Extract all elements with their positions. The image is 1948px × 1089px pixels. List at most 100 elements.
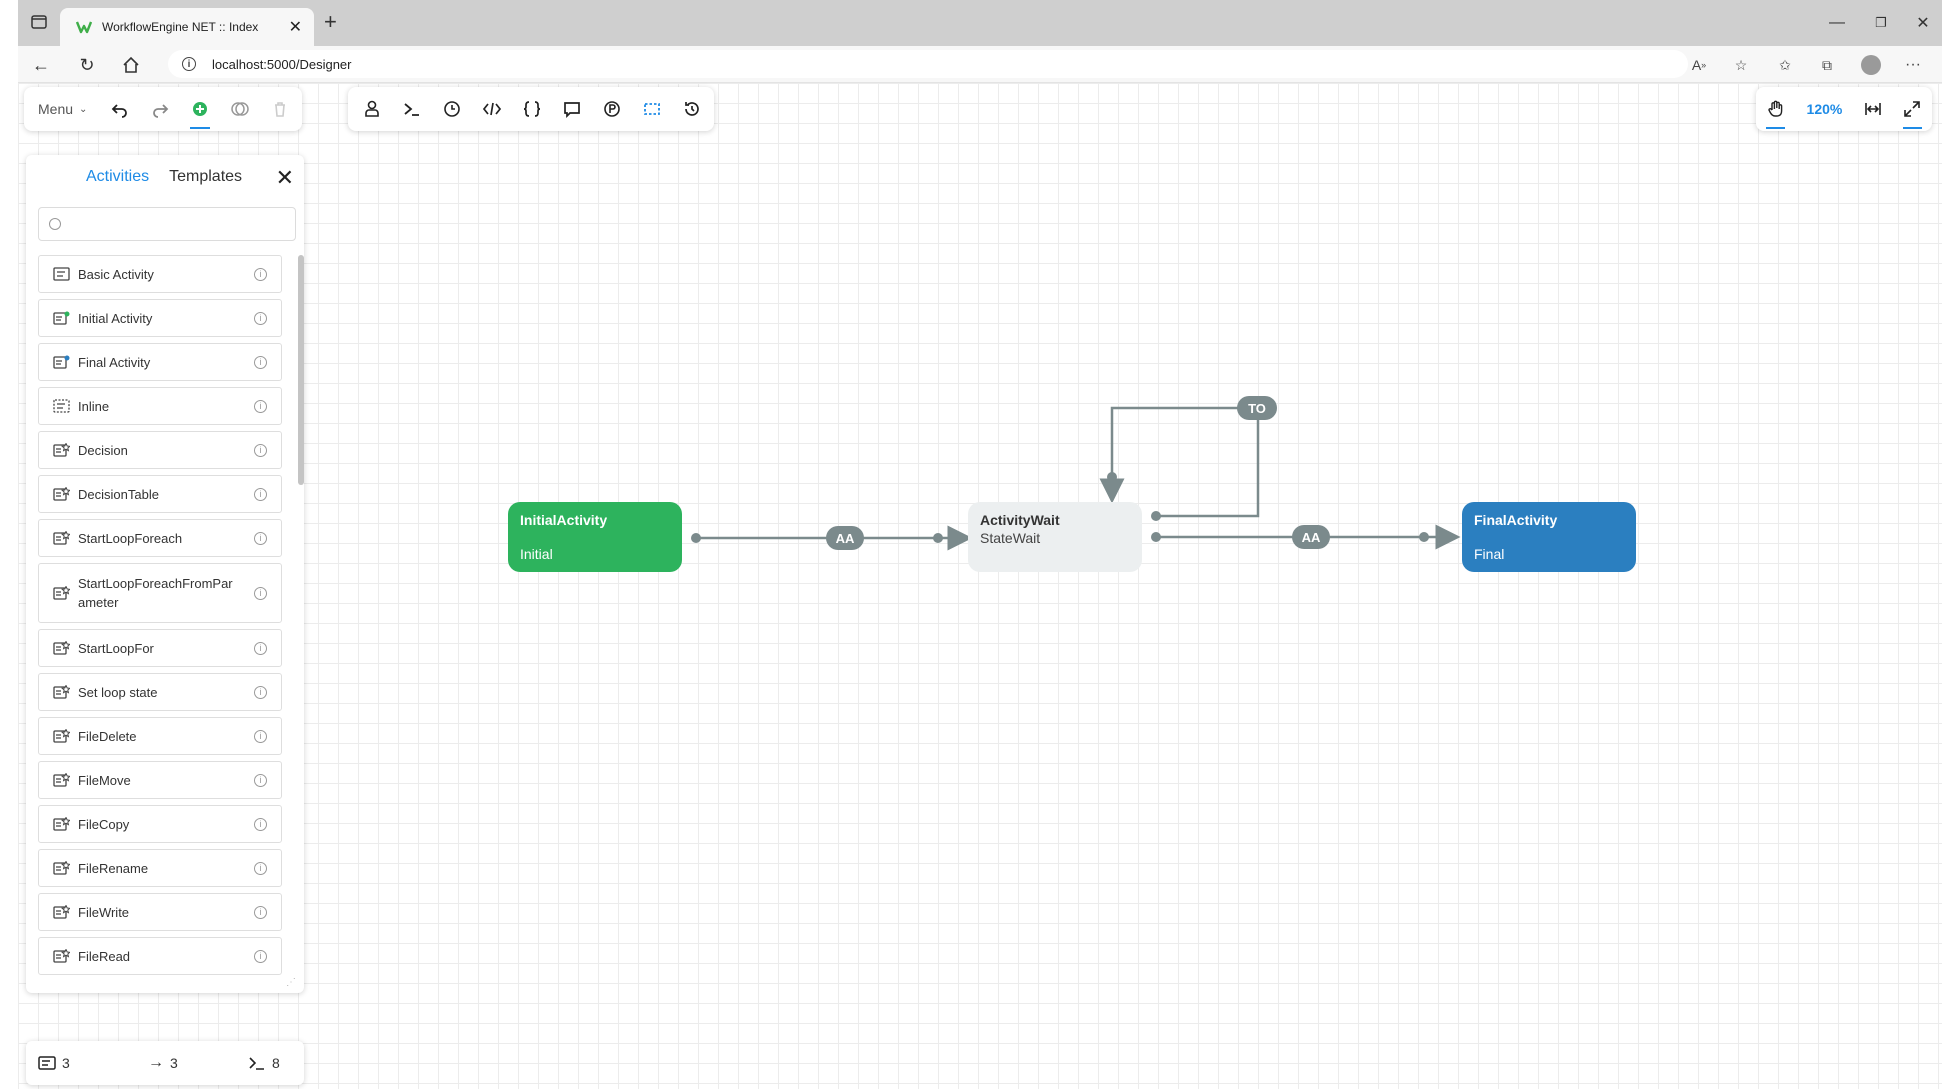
delete-button[interactable]	[260, 87, 300, 131]
tab-templates[interactable]: Templates	[169, 168, 243, 185]
action-icon	[53, 585, 72, 600]
timers-button[interactable]	[432, 87, 472, 131]
parameters-button[interactable]	[512, 87, 552, 131]
info-icon[interactable]: i	[254, 586, 267, 600]
inline-icon	[53, 399, 70, 413]
menu-label: Menu	[38, 101, 74, 117]
info-icon[interactable]: i	[254, 817, 267, 831]
close-panel-icon[interactable]: ✕	[275, 165, 294, 190]
code-actions-button[interactable]	[472, 87, 512, 131]
commands-button[interactable]	[392, 87, 432, 131]
select-area-button[interactable]	[632, 87, 672, 131]
search-input[interactable]	[67, 214, 291, 236]
fit-width-icon	[1865, 103, 1882, 115]
new-tab-icon[interactable]: +	[324, 9, 337, 34]
activity-item[interactable]: Decision i	[38, 431, 282, 469]
info-icon[interactable]: i	[254, 861, 267, 875]
node-final-activity[interactable]: FinalActivity Final	[1462, 502, 1636, 572]
add-activity-button[interactable]	[180, 87, 220, 131]
actors-button[interactable]	[352, 87, 392, 131]
redo-button[interactable]	[140, 87, 180, 131]
activity-item-label: Decision	[78, 442, 128, 458]
tab-actions-icon[interactable]	[28, 12, 50, 32]
browser-tab[interactable]: WorkflowEngine NET :: Index ✕	[60, 8, 314, 46]
add-favorite-icon[interactable]: ☆	[1734, 56, 1748, 73]
close-window-icon[interactable]: ✕	[1916, 15, 1930, 32]
more-options-icon[interactable]: ···	[1905, 56, 1921, 73]
redo-icon	[153, 104, 169, 118]
minimize-icon[interactable]: —	[1829, 14, 1845, 31]
transition-label-aa-2[interactable]: AA	[1292, 525, 1330, 549]
profile-icon[interactable]	[1860, 54, 1882, 76]
activity-item-label: StartLoopForeachFromParameter	[78, 576, 233, 610]
process-info-button[interactable]	[592, 87, 632, 131]
info-icon[interactable]: i	[254, 685, 267, 699]
info-icon[interactable]: i	[254, 311, 267, 325]
info-icon[interactable]: i	[254, 729, 267, 743]
pan-mode-button[interactable]	[1756, 87, 1795, 131]
tab-activities[interactable]: Activities	[86, 168, 150, 185]
info-icon[interactable]: i	[254, 443, 267, 457]
info-icon[interactable]: i	[254, 641, 267, 655]
node-activity-wait[interactable]: ActivityWait StateWait	[968, 502, 1142, 572]
restore-icon[interactable]: ❐	[1875, 15, 1887, 30]
reload-icon[interactable]: ↻	[79, 54, 95, 75]
basic-activity-icon	[53, 267, 70, 281]
history-button[interactable]	[672, 87, 712, 131]
info-icon[interactable]: i	[254, 531, 267, 545]
info-icon[interactable]: i	[254, 399, 267, 413]
activity-item-label: FileRead	[78, 948, 131, 964]
menu-button[interactable]: Menu ⌄	[38, 101, 100, 117]
activity-item[interactable]: StartLoopForeachFromParameter i	[38, 563, 282, 623]
designer-canvas[interactable]: AA AA TO InitialActivity Initial Activit…	[18, 83, 1942, 1089]
activity-item-label: Inline	[78, 398, 110, 414]
transition-label-aa-1[interactable]: AA	[826, 526, 864, 550]
collections-icon[interactable]: ⧉	[1822, 56, 1832, 73]
info-icon[interactable]: i	[254, 773, 267, 787]
fullscreen-button[interactable]	[1893, 87, 1932, 131]
info-icon[interactable]: i	[254, 355, 267, 369]
panel-scrollbar[interactable]	[298, 255, 304, 485]
undo-button[interactable]	[100, 87, 140, 131]
info-icon[interactable]: i	[254, 267, 267, 281]
info-icon[interactable]: i	[254, 487, 267, 501]
url-field[interactable]: i localhost:5000/Designer	[168, 50, 1688, 78]
action-icon	[53, 728, 72, 743]
zoom-level[interactable]: 120%	[1806, 101, 1843, 117]
transition-label-to[interactable]: TO	[1237, 396, 1277, 420]
resize-grip-icon[interactable]: ⋰	[286, 977, 296, 988]
activity-item[interactable]: Inline i	[38, 387, 282, 425]
info-icon[interactable]: i	[254, 949, 267, 963]
chevron-down-icon: ⌄	[79, 103, 88, 115]
arrow-right-icon: →	[148, 1054, 164, 1071]
toggle-button[interactable]	[220, 87, 260, 131]
transitions-count[interactable]: → 3	[148, 1041, 178, 1085]
home-icon[interactable]	[118, 52, 144, 78]
action-icon	[53, 486, 72, 501]
localization-button[interactable]	[552, 87, 592, 131]
node-initial-activity[interactable]: InitialActivity Initial	[508, 502, 682, 572]
commands-count[interactable]: 8	[248, 1041, 280, 1085]
activity-item[interactable]: FileRead i	[38, 937, 282, 975]
site-info-icon[interactable]: i	[182, 57, 196, 71]
favorites-icon[interactable]: ✩	[1779, 56, 1791, 73]
back-icon[interactable]: ←	[32, 54, 50, 75]
activities-count[interactable]: 3	[38, 1041, 70, 1085]
close-tab-icon[interactable]: ✕	[288, 19, 302, 36]
read-aloud-icon[interactable]: A»	[1691, 57, 1707, 73]
fit-width-button[interactable]	[1854, 87, 1893, 131]
info-icon[interactable]: i	[254, 905, 267, 919]
